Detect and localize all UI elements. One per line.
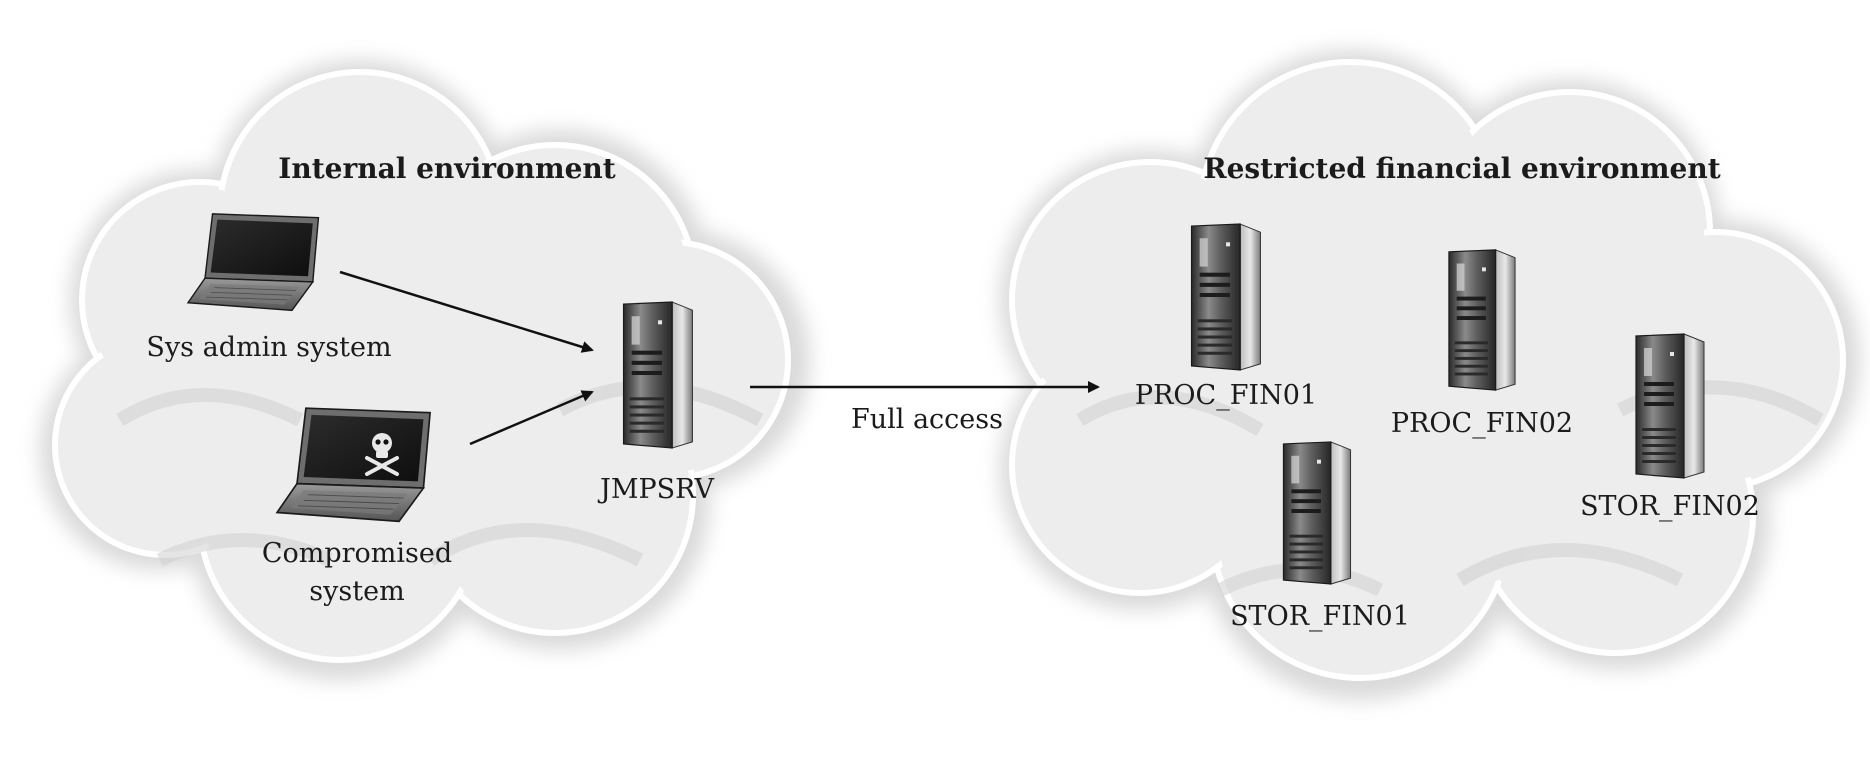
proc-fin01-label: PROC_FIN01 [1135,380,1317,411]
stor-fin01-server-icon [1282,441,1352,585]
proc-fin02-server-icon [1448,249,1516,391]
proc-fin01-server-icon [1190,223,1262,371]
compromised-system-label-line2: system [309,576,404,607]
compromised-laptop-icon [276,407,431,523]
stor-fin02-server-icon [1635,333,1705,479]
full-access-label: Full access [851,404,1003,435]
jmpsrv-label: JMPSRV [597,474,715,505]
compromised-system-label-line1: Compromised [262,538,452,569]
sys-admin-to-jmpsrv-arrow [339,270,594,353]
restricted-financial-environment-cloud [1000,50,1860,700]
sys-admin-system-label: Sys admin system [146,332,391,363]
stor-fin02-label: STOR_FIN02 [1580,491,1760,522]
jmpsrv-server-icon [622,301,694,449]
proc-fin02-label: PROC_FIN02 [1391,408,1573,439]
restricted-environment-title: Restricted financial environment [1203,152,1720,185]
compromised-to-jmpsrv-arrow [469,390,594,446]
stor-fin01-label: STOR_FIN01 [1230,601,1410,632]
internal-environment-title: Internal environment [278,152,616,185]
